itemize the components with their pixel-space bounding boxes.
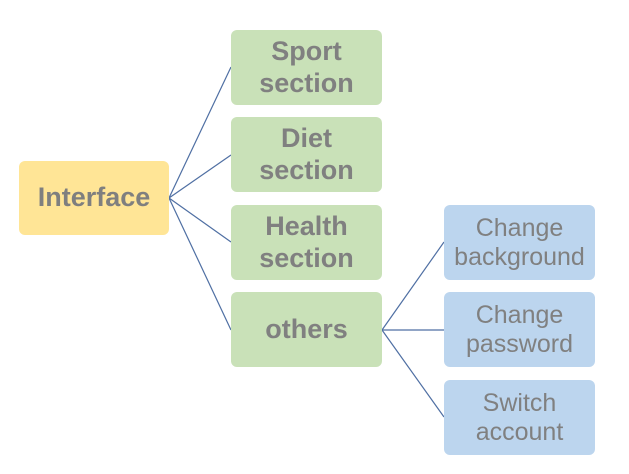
sport-section-node: Sport section xyxy=(231,30,382,105)
connector-root-others xyxy=(168,197,232,331)
connector-root-health xyxy=(168,197,232,243)
health-section-node: Health section xyxy=(231,205,382,280)
switch-account-node: Switch account xyxy=(444,380,595,455)
change-background-node: Change background xyxy=(444,205,595,280)
connector-others-account xyxy=(381,329,445,418)
connector-root-diet xyxy=(168,154,232,199)
others-node: others xyxy=(231,292,382,367)
diet-section-node: Diet section xyxy=(231,117,382,192)
change-password-node: Change password xyxy=(444,292,595,367)
connector-others-background xyxy=(381,241,445,331)
connector-root-sport xyxy=(168,66,232,199)
interface-node: Interface xyxy=(19,161,169,235)
